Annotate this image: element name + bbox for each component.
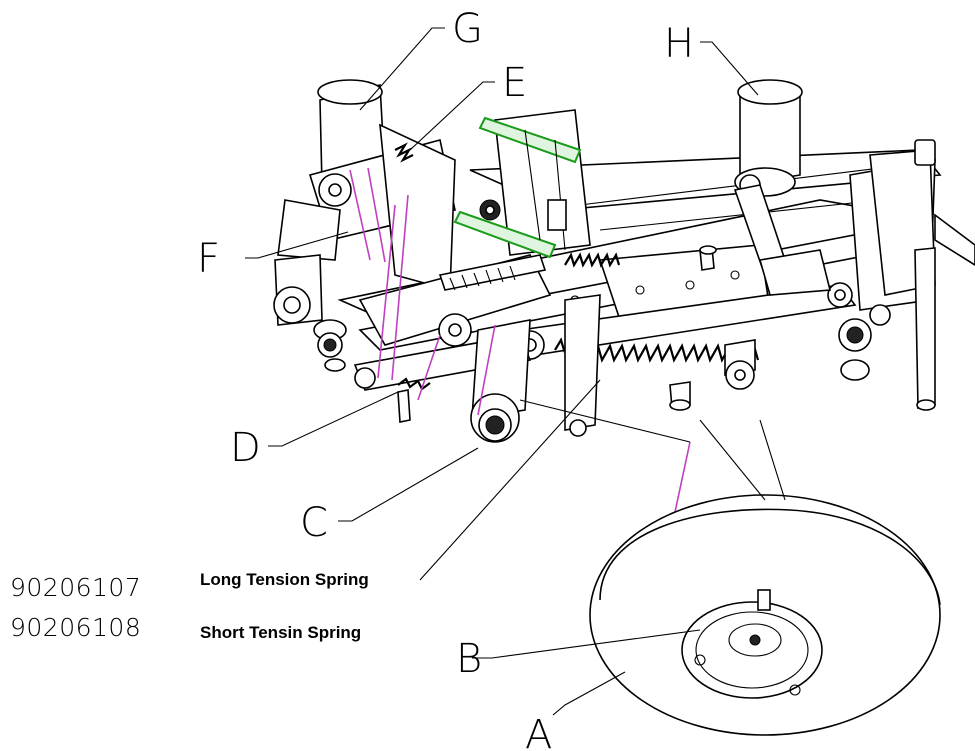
leader-lines bbox=[245, 27, 759, 716]
right-nut-assembly bbox=[838, 304, 891, 381]
lower-small-roller bbox=[564, 294, 756, 437]
callout-g: G bbox=[452, 6, 483, 52]
bolt-d bbox=[397, 377, 431, 423]
roller-c bbox=[470, 319, 531, 443]
part-name-2: Short Tensin Spring bbox=[200, 623, 362, 642]
small-fitting bbox=[699, 245, 717, 271]
callout-h: H bbox=[664, 21, 694, 67]
part-name-1: Long Tension Spring bbox=[200, 570, 369, 589]
callout-d: D bbox=[230, 425, 261, 471]
callout-e: E bbox=[502, 60, 527, 106]
tape-reel bbox=[589, 419, 941, 736]
callout-a: A bbox=[525, 712, 552, 751]
part-number-1: 90206107 bbox=[10, 573, 142, 602]
left-nut-assembly bbox=[313, 319, 347, 372]
callout-f: F bbox=[197, 236, 220, 282]
roller-g bbox=[273, 79, 456, 326]
callout-b: B bbox=[456, 636, 482, 682]
callout-c: C bbox=[300, 500, 328, 546]
right-post bbox=[914, 213, 975, 411]
tape-path bbox=[349, 167, 691, 513]
green-bracket bbox=[453, 109, 591, 259]
roller-h bbox=[733, 79, 832, 296]
part-number-2: 90206108 bbox=[10, 613, 142, 642]
